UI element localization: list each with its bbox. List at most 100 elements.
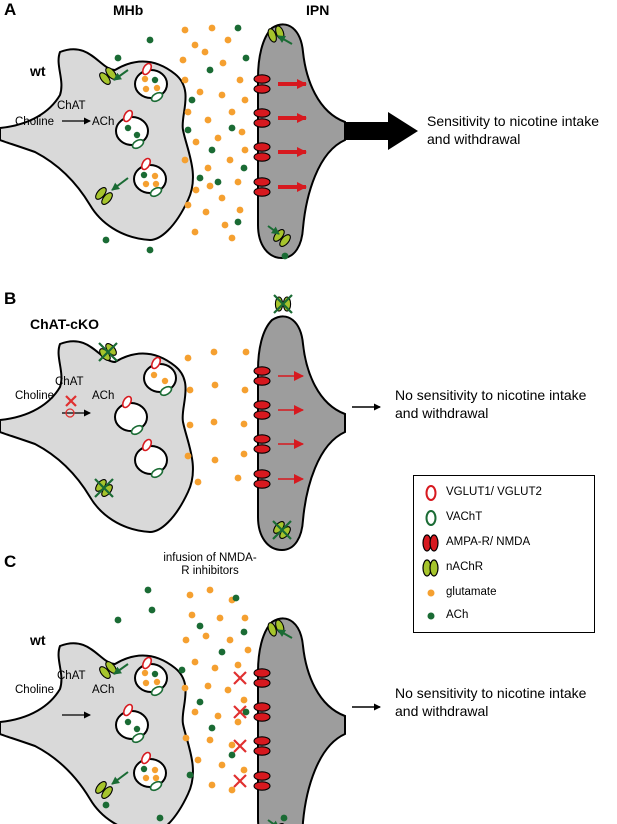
glutamate-molecule: [228, 234, 236, 242]
glutamate-molecule: [240, 766, 248, 774]
glutamate-molecule: [218, 761, 226, 769]
glutamate-molecule: [241, 386, 249, 394]
ach-molecule: [228, 124, 236, 132]
panel-b-enzyme: ChAT: [55, 376, 84, 388]
glutamate-molecule: [226, 636, 234, 644]
nachr-subunit: [267, 28, 277, 43]
ach-molecule: [214, 178, 222, 186]
glutamate-molecule: [204, 116, 212, 124]
ach-molecule: [102, 801, 110, 809]
ampa-nmda-receptor: [253, 142, 271, 152]
ach-binding-arrow: [277, 35, 293, 45]
glutamate-molecule: [241, 96, 249, 104]
vacht-transporter: [130, 424, 144, 436]
ampa-nmda-receptor: [253, 400, 271, 410]
block-cross-stroke: [233, 774, 247, 788]
ach-molecule: [242, 708, 250, 716]
panel-c-product: ACh: [92, 684, 115, 696]
ach-molecule: [178, 666, 186, 674]
glutamate-molecule: [179, 56, 187, 64]
ach-molecule: [133, 131, 141, 139]
ach-binding-arrow: [267, 225, 280, 235]
glutamate-molecule: [228, 786, 236, 794]
glutamate-molecule: [210, 348, 218, 356]
glutamate-molecule: [211, 381, 219, 389]
ach-molecule: [242, 54, 250, 62]
nachr-receptor-icon: [422, 559, 439, 577]
glutamate-molecule: [152, 774, 160, 782]
ampa-nmda-receptor: [253, 84, 271, 94]
glutamate-molecule: [236, 206, 244, 214]
legend-item-vacht: VAChT: [420, 508, 592, 528]
vglut-transporter: [122, 703, 134, 717]
vacht-transporter: [159, 385, 173, 397]
ampa-nmda-receptor: [253, 366, 271, 376]
panel-c-diagram: [0, 617, 346, 824]
glutamate-molecule: [191, 708, 199, 716]
nachr-subunit: [101, 192, 113, 205]
block-cross-stroke: [272, 520, 292, 540]
block-cross-stroke: [98, 342, 118, 362]
ampa-nmda-receptor: [253, 702, 271, 712]
glutamate-molecule: [241, 146, 249, 154]
glutamate-molecule: [224, 686, 232, 694]
vglut-transporter: [141, 438, 153, 452]
panel-c-substrate: Choline: [15, 684, 54, 696]
ampa-nmda-receptor: [253, 376, 271, 386]
vacht-transporter-icon: [425, 510, 437, 526]
glutamate-molecule: [194, 756, 202, 764]
glutamate-molecule: [201, 48, 209, 56]
ach-molecule: [240, 628, 248, 636]
glutamate-molecule: [238, 128, 246, 136]
glutamate-molecule: [208, 24, 216, 32]
ampa-nmda-receptor: [253, 410, 271, 420]
ach-molecule: [146, 36, 154, 44]
panel-b-substrate: Choline: [15, 390, 54, 402]
glutamate-molecule: [228, 741, 236, 749]
glutamate-molecule: [211, 664, 219, 672]
ach-molecule: [184, 126, 192, 134]
legend: VGLUT1/ VGLUT2 VAChT AMPA-R/ NMDA nAChR …: [413, 475, 595, 633]
legend-item-ampa: AMPA-R/ NMDA: [420, 533, 592, 553]
ach-molecule: [228, 751, 236, 759]
ach-molecule: [124, 718, 132, 726]
ach-binding-arrow: [111, 771, 129, 785]
ach-molecule: [232, 594, 240, 602]
nachr-subunit: [99, 666, 111, 679]
ampa-nmda-receptor: [253, 118, 271, 128]
ipn-header: IPN: [306, 2, 330, 18]
glutamate-molecule: [206, 182, 214, 190]
legend-item-nachr: nAChR: [420, 558, 592, 578]
vglut-transporter: [140, 157, 152, 171]
ach-binding-arrow: [111, 177, 129, 191]
ach-molecule: [114, 54, 122, 62]
glutamate-molecule: [191, 228, 199, 236]
glutamate-molecule: [186, 386, 194, 394]
glutamate-molecule: [214, 712, 222, 720]
ach-molecule: [234, 24, 242, 32]
ach-molecule: [196, 698, 204, 706]
glutamate-molecule: [236, 76, 244, 84]
ach-binding-arrow: [113, 663, 129, 675]
ampa-nmda-receptor-icon: [422, 534, 439, 552]
vacht-transporter: [149, 780, 163, 792]
ach-molecule: [140, 171, 148, 179]
glutamate-molecule: [234, 178, 242, 186]
ach-molecule: [208, 146, 216, 154]
glutamate-molecule: [141, 75, 149, 83]
glutamate-molecule: [204, 682, 212, 690]
panel-a-diagram: [0, 23, 346, 260]
glutamate-molecule: [150, 371, 158, 379]
glutamate-molecule: [218, 91, 226, 99]
glutamate-molecule: [184, 201, 192, 209]
panel-a-letter: A: [4, 0, 17, 19]
block-cross-stroke: [233, 705, 247, 719]
glutamate-dot-icon: [427, 589, 435, 597]
vacht-transporter: [150, 685, 164, 697]
ampa-nmda-receptor: [253, 781, 271, 791]
ampa-nmda-receptor: [253, 712, 271, 722]
ampa-nmda-receptor: [253, 444, 271, 454]
block-cross-stroke: [94, 478, 114, 498]
